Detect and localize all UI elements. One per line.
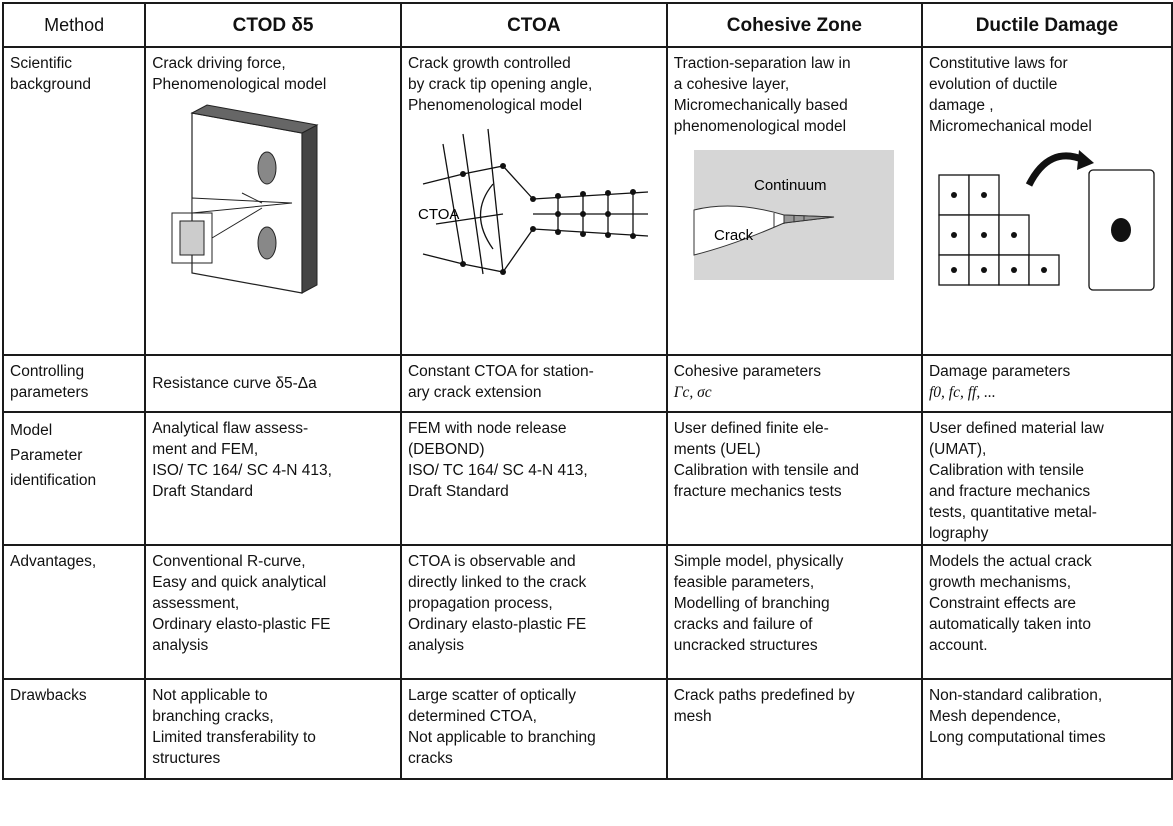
table-row: Scientific background Crack driving forc… — [1, 46, 1173, 356]
table-cell: Non-standard calibration,Mesh dependence… — [920, 678, 1173, 780]
table-cell: FEM with node release(DEBOND)ISO/ TC 164… — [399, 411, 668, 546]
continuum-label: Continuum — [754, 177, 827, 194]
table-cell: User defined material law(UMAT),Calibrat… — [920, 411, 1173, 546]
row-label: Advantages, — [1, 544, 147, 680]
row-label: Model Parameter identification — [1, 411, 147, 546]
header-ctoa: CTOA — [399, 2, 668, 48]
table-cell: Resistance curve δ5-Δa — [144, 354, 402, 413]
row-label: Drawbacks — [1, 678, 147, 780]
methods-table: Method CTOD δ5 CTOA Cohesive Zone Ductil… — [1, 2, 1173, 780]
table-cell: Crack growth controlled by crack tip ope… — [399, 46, 668, 356]
table-row: Controlling parameters Resistance curve … — [1, 354, 1173, 413]
ductile-damage-figure — [938, 150, 1155, 291]
crack-label: Crack — [714, 227, 754, 244]
table-cell: Traction-separation law in a cohesive la… — [665, 46, 923, 356]
cohesive-zone-figure: Continuum Crack — [693, 150, 894, 280]
table-cell: Crack driving force, Phenomenological mo… — [144, 46, 402, 356]
table-row: Advantages, Conventional R-curve,Easy an… — [1, 544, 1173, 680]
table-cell: Constant CTOA for station-ary crack exte… — [399, 354, 668, 413]
table-cell: User defined finite ele-ments (UEL)Calib… — [665, 411, 923, 546]
header-ctod: CTOD δ5 — [144, 2, 402, 48]
ctoa-mesh-figure: CTOA — [418, 128, 648, 275]
ctod-specimen-figure — [171, 104, 319, 294]
table-cell: Constitutive laws for evolution of ducti… — [920, 46, 1173, 356]
header-ductile-damage: Ductile Damage — [920, 2, 1173, 48]
header-cohesive-zone: Cohesive Zone — [665, 2, 923, 48]
table-row: Model Parameter identification Analytica… — [1, 411, 1173, 546]
row-label: Scientific background — [1, 46, 147, 356]
table-cell: Conventional R-curve,Easy and quick anal… — [144, 544, 402, 680]
header-row: Method CTOD δ5 CTOA Cohesive Zone Ductil… — [1, 2, 1173, 48]
ctoa-figure-label: CTOA — [418, 206, 459, 223]
table-cell: Analytical flaw assess-ment and FEM,ISO/… — [144, 411, 402, 546]
row-label: Controlling parameters — [1, 354, 147, 413]
header-method: Method — [1, 2, 147, 48]
